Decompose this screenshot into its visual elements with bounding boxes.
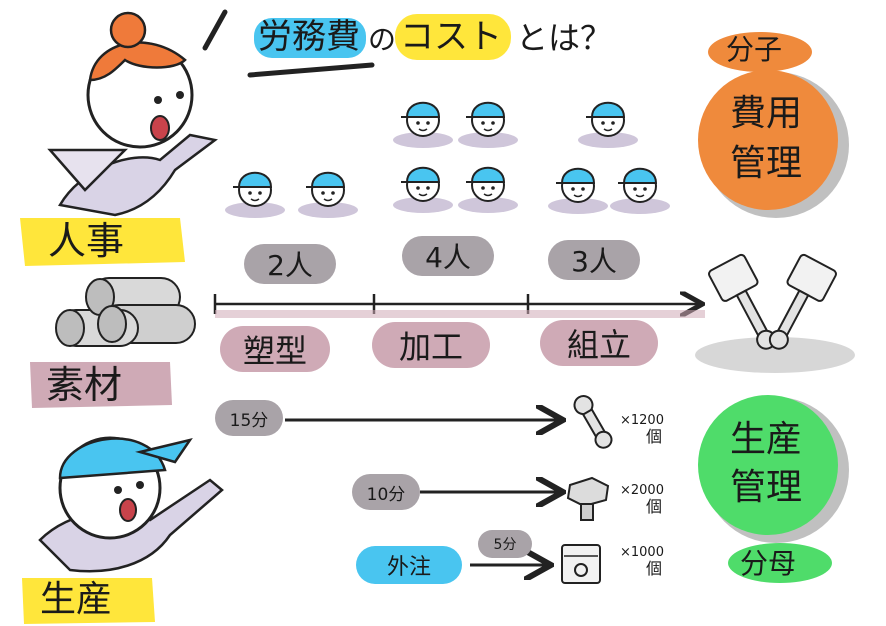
process-molding: 塑型: [220, 326, 330, 372]
jinji-highlight: [20, 218, 185, 266]
time-10min: 10分: [352, 474, 420, 510]
worker-icons-group: [225, 101, 670, 218]
process-assembly: 組立: [540, 320, 658, 366]
bolt-part-icon: [566, 476, 610, 521]
title-towa: とは？: [516, 19, 613, 57]
workers-count-assembly: 3人: [548, 240, 640, 280]
worker-head-icon: [548, 167, 608, 214]
title-underline: [247, 62, 375, 78]
title-no: の: [368, 23, 397, 56]
production-management-line2: 管理: [730, 467, 803, 508]
bunbo-highlight: [728, 543, 832, 583]
workers-count-machining: 4人: [402, 236, 494, 276]
process-machining: 加工: [372, 322, 490, 368]
count-1000: ×1000 個: [620, 545, 664, 579]
piston-part-icon: [561, 544, 601, 584]
cost-management-line2: 管理: [730, 143, 803, 184]
piston-product-icon: [695, 253, 855, 373]
title-labor-cost: 労務費: [258, 17, 360, 57]
worker-head-icon: [393, 101, 453, 148]
material-logs-icon: [55, 277, 196, 347]
hr-woman-figure: [47, 11, 218, 217]
count-2000: ×2000 個: [620, 483, 664, 517]
production-worker-figure: [38, 436, 224, 573]
connecting-rod-part-icon: [573, 395, 613, 449]
cost-management-circle: [698, 70, 838, 210]
timeline-shadow: [215, 310, 705, 318]
seisan-highlight: [22, 578, 155, 624]
label-jinji: 人事: [48, 219, 125, 263]
workers-count-molding: 2人: [244, 244, 336, 284]
label-bunbo: 分母: [740, 547, 797, 580]
label-bunshi: 分子: [726, 33, 783, 66]
worker-head-icon: [298, 171, 358, 218]
production-management-circle: [698, 395, 838, 535]
time-15min: 15分: [215, 400, 283, 436]
worker-head-icon: [393, 166, 453, 213]
bunshi-highlight: [708, 32, 812, 72]
label-sozai: 素材: [46, 363, 123, 407]
label-seisan: 生産: [40, 579, 113, 620]
worker-head-icon: [578, 101, 638, 148]
worker-head-icon: [458, 166, 518, 213]
outsourcing-tag: 外注: [356, 546, 462, 584]
title-highlight-blue: [254, 18, 366, 58]
time-5min: 5分: [478, 530, 532, 558]
title-cost: コスト: [400, 17, 502, 57]
cost-management-line1: 費用: [730, 93, 803, 134]
worker-head-icon: [610, 167, 670, 214]
worker-head-icon: [458, 101, 518, 148]
title-highlight-yellow: [395, 14, 511, 60]
sozai-highlight: [30, 362, 172, 408]
count-1200: ×1200 個: [620, 413, 664, 447]
title-dash-icon: [202, 9, 228, 51]
worker-head-icon: [225, 171, 285, 218]
production-management-line1: 生産: [730, 419, 803, 460]
